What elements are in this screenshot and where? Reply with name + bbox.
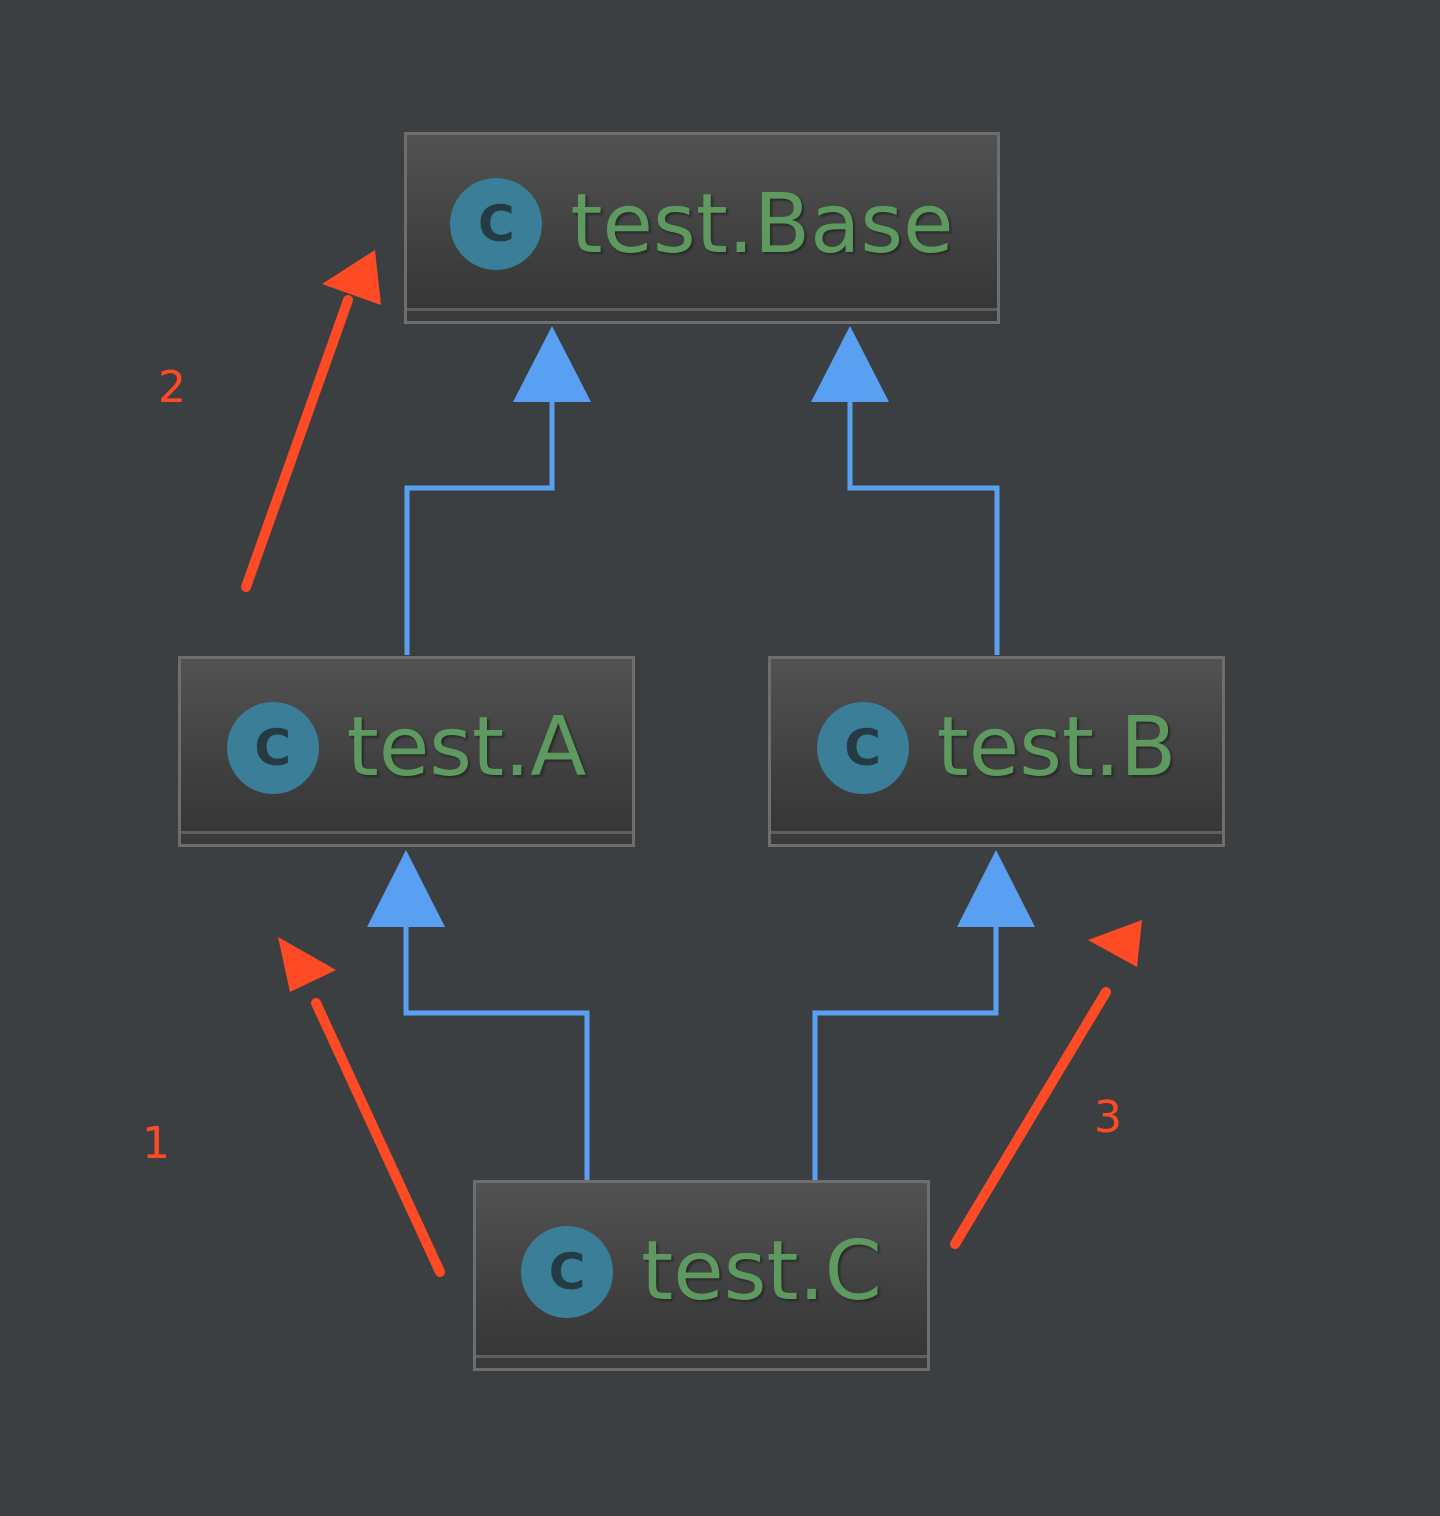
red-arrow-icon-step3: [950, 920, 1142, 1249]
edge-c-to-b-arrowhead: [957, 850, 1035, 927]
class-name-b: test.B: [936, 700, 1177, 795]
step-label-2: 2: [158, 362, 186, 413]
edge-c-to-a-arrowhead: [367, 850, 445, 927]
edge-a-to-base: [404, 400, 555, 655]
class-c-icon: C: [816, 701, 909, 794]
class-node-c[interactable]: C test.C: [473, 1180, 930, 1371]
class-node-b[interactable]: C test.B: [768, 656, 1225, 847]
class-node-a[interactable]: C test.A: [178, 656, 635, 847]
class-name-a: test.A: [346, 700, 587, 795]
red-arrow-icon-step2: [241, 250, 381, 592]
edge-c-to-b: [812, 925, 999, 1180]
edge-b-to-base-arrowhead: [811, 326, 889, 402]
step-label-1: 1: [142, 1118, 170, 1169]
class-c-icon: C: [226, 701, 319, 794]
step-label-3: 3: [1094, 1092, 1122, 1143]
edge-c-to-a: [403, 925, 590, 1180]
class-name-c: test.C: [641, 1224, 882, 1319]
red-arrow-icon-step1: [278, 937, 445, 1277]
class-c-icon: C: [450, 178, 543, 270]
class-c-icon: C: [521, 1225, 614, 1318]
class-node-base[interactable]: C test.Base: [404, 132, 1000, 324]
edge-a-to-base-arrowhead: [513, 326, 591, 402]
edge-b-to-base: [847, 400, 1000, 655]
class-name-base: test.Base: [570, 176, 954, 272]
